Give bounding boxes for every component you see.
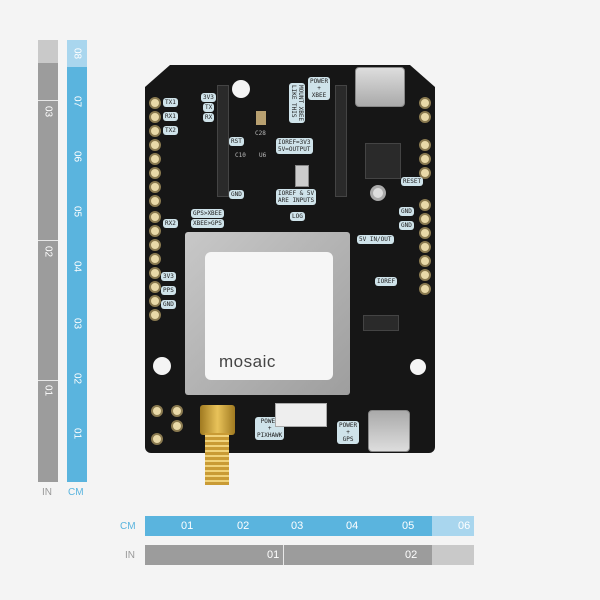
label-mount-xbee: MOUNT XBEE LIKE THIS (289, 83, 305, 124)
ruler-label: 06 (71, 150, 83, 163)
mounting-hole (232, 80, 250, 98)
label-5v-inout: 5V IN/OUT (357, 235, 394, 244)
label-gnd: GND (229, 190, 244, 199)
ruler-label: 03 (42, 105, 54, 118)
label-3v3: 3V3 (161, 272, 176, 281)
label-ioref: IOREF (375, 277, 398, 286)
sma-thread (205, 433, 229, 485)
in-unit-label: IN (42, 487, 52, 498)
label-rx2: RX2 (163, 219, 178, 228)
ruler-label: 04 (346, 520, 359, 532)
pcb-board: TX1 RX1 TX2 3V3 TX RX RST GND C28 C10 U6… (145, 65, 435, 453)
ruler-label: 05 (71, 205, 83, 218)
ruler-label: 07 (71, 95, 83, 108)
vertical-cm-ruler: 08 07 06 05 04 03 02 01 (67, 40, 87, 482)
cm-unit-label: CM (120, 521, 136, 532)
label-power-gps: POWER + GPS (337, 421, 360, 444)
ruler-label: 02 (237, 520, 250, 532)
label-tx: TX (203, 103, 215, 112)
label-rx1: RX1 (163, 112, 178, 121)
reset-button[interactable] (370, 185, 386, 201)
horizontal-inch-ruler: 01 02 (145, 545, 474, 565)
ic-chip (363, 315, 399, 331)
label-log: LOG (290, 212, 305, 221)
xbee-header-left (217, 85, 229, 197)
xbee-header-right (335, 85, 347, 197)
label-gps-xbee: GPS>XBEE (191, 209, 224, 218)
ruler-label: 03 (71, 317, 83, 330)
mosaic-brand-text: mosaic (219, 352, 276, 371)
ruler-label: 02 (42, 245, 54, 258)
label-c28: C28 (255, 130, 266, 137)
label-3v3: 3V3 (201, 93, 216, 102)
ruler-label: 08 (71, 47, 83, 60)
label-reset: RESET (401, 177, 424, 186)
usb-c-port-bottom[interactable] (368, 410, 410, 452)
sma-antenna-connector (200, 405, 235, 435)
label-ioref-output: IOREF=3V3 5V=OUTPUT (276, 138, 313, 154)
label-c10: C10 (235, 152, 246, 159)
label-xbee-gps: XBEE>GPS (191, 219, 224, 228)
in-unit-label: IN (125, 550, 135, 561)
gnss-module-shield: mosaic (185, 232, 350, 395)
ruler-label: 02 (71, 372, 83, 385)
module-label: mosaic (205, 252, 333, 380)
usb-controller-chip (365, 143, 401, 179)
ruler-label: 01 (181, 520, 194, 532)
connector-pixhawk (275, 403, 327, 427)
ruler-label: 02 (405, 549, 418, 561)
ruler-label: 01 (42, 384, 54, 397)
label-pps: PPS (161, 286, 176, 295)
ioref-switch[interactable] (295, 165, 309, 187)
ruler-label: 01 (267, 549, 280, 561)
ruler-label: 01 (71, 427, 83, 440)
usb-c-port-top[interactable] (355, 67, 405, 107)
label-rst: RST (229, 137, 244, 146)
mounting-hole (153, 357, 171, 375)
capacitor-c28 (256, 111, 266, 125)
label-gnd: GND (399, 221, 414, 230)
label-rx: RX (203, 113, 215, 122)
ruler-label: 05 (402, 520, 415, 532)
horizontal-cm-ruler: 01 02 03 04 05 06 (145, 516, 474, 536)
ruler-label: 06 (458, 520, 471, 532)
label-gnd: GND (399, 207, 414, 216)
label-gnd: GND (161, 300, 176, 309)
label-ioref-inputs: IOREF & 5V ARE INPUTS (276, 189, 317, 205)
mounting-hole (410, 359, 426, 375)
ruler-label: 03 (291, 520, 304, 532)
ruler-label: 04 (71, 260, 83, 273)
vertical-inch-ruler: 03 02 01 (38, 40, 58, 482)
label-u6: U6 (259, 152, 267, 159)
label-power-xbee: POWER + XBEE (308, 77, 331, 100)
label-tx2: TX2 (163, 126, 178, 135)
cm-unit-label: CM (68, 487, 84, 498)
label-tx1: TX1 (163, 98, 178, 107)
